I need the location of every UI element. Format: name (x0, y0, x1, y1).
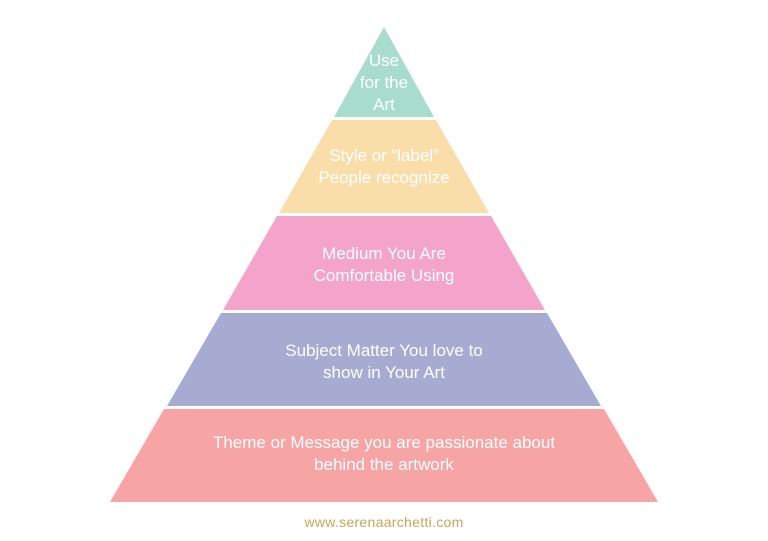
tier-3-line-2: Comfortable Using (313, 266, 455, 285)
tier-2-line-1: Subject Matter You love to (285, 341, 483, 360)
tier-4-line-2: People recognize (318, 168, 450, 187)
tier-3-label: Medium You Are Comfortable Using (264, 243, 504, 287)
tier-1-line-2: behind the artwork (314, 455, 454, 474)
source-credit: www.serenaarchetti.com (304, 514, 464, 530)
tier-5-line-3: Art (373, 95, 395, 114)
tier-1-band (110, 409, 658, 502)
tier-2-line-2: show in Your Art (323, 363, 445, 382)
tier-5-label: Use for the Art (334, 50, 434, 116)
tier-4-line-1: Style or “label” (329, 146, 439, 165)
tier-5-line-2: for the (359, 73, 409, 92)
tier-4-band (279, 120, 489, 213)
tier-1-line-1: Theme or Message you are passionate abou… (212, 433, 556, 452)
tier-2-band (167, 313, 601, 406)
tier-5-band (334, 27, 434, 117)
tier-1-label: Theme or Message you are passionate abou… (154, 432, 614, 476)
tier-3-band (223, 216, 545, 310)
tier-2-label: Subject Matter You love to show in Your … (234, 340, 534, 384)
tier-3-line-1: Medium You Are (322, 244, 446, 263)
tier-4-label: Style or “label” People recognize (284, 145, 484, 189)
tier-5-line-1: Use (368, 51, 400, 70)
